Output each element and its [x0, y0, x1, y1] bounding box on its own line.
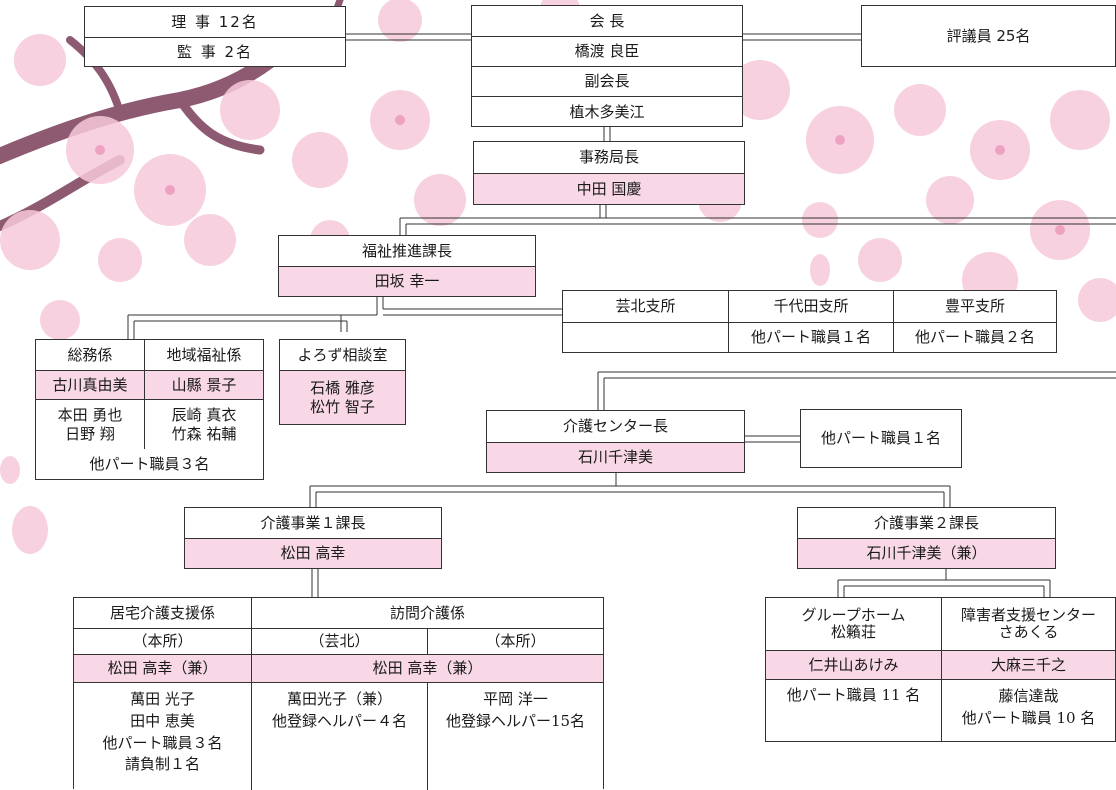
- general-affairs-title: 総務係: [67, 345, 113, 364]
- branch-toyohira-name: 豊平支所: [893, 291, 1056, 322]
- welfare-title: 福祉推進課長: [361, 241, 452, 260]
- home-care-title: 訪問介護係: [251, 598, 603, 628]
- chair-title: 会 長: [589, 11, 625, 30]
- disability-center-members: 藤信達哉 他パート職員 10 名: [941, 679, 1115, 741]
- council-label: 評議員 25名: [946, 26, 1031, 45]
- care-center-staff-box: 他パート職員１名: [800, 409, 962, 468]
- sections-box: 総務係 地域福祉係 古川真由美 山縣 景子 本田 勇也 日野 翔 辰崎 真衣 竹…: [35, 339, 264, 480]
- welfare-box: 福祉推進課長 田坂 幸一: [278, 235, 536, 297]
- home-support-location: （本所）: [74, 628, 251, 654]
- vice-chair-name: 植木多美江: [472, 96, 742, 127]
- community-welfare-member: 辰崎 真衣: [171, 405, 237, 424]
- care-div1-title: 介護事業１課長: [260, 513, 366, 532]
- branch-chiyoda-name: 千代田支所: [728, 291, 893, 322]
- disability-center-member: 藤信達哉: [998, 687, 1059, 705]
- branch-geihoku-staff: [563, 322, 728, 352]
- care-div2-box: 介護事業２課長 石川千津美（兼）: [797, 507, 1056, 569]
- home-care-main-members: 平岡 洋一 他登録ヘルパー15名: [427, 682, 603, 790]
- welfare-name: 田坂 幸一: [279, 266, 535, 296]
- care-div2-title: 介護事業２課長: [873, 513, 979, 532]
- secretariat-title: 事務局長: [578, 148, 639, 167]
- disability-center-title-line: 障害者支援センター: [960, 605, 1096, 624]
- home-care-member: 平岡 洋一: [483, 690, 548, 708]
- vice-chair-title: 副会長: [472, 66, 742, 96]
- chair-name: 橋渡 良臣: [472, 36, 742, 66]
- group-home-title-line: グループホーム: [801, 605, 906, 624]
- secretariat-name: 中田 国慶: [474, 173, 744, 204]
- disability-center-lead: 大麻三千之: [941, 650, 1115, 679]
- home-care-member: 萬田光子（兼）: [286, 690, 392, 708]
- community-welfare-title: 地域福祉係: [144, 340, 263, 370]
- home-support-member: 田中 恵美: [130, 711, 195, 730]
- consultation-member: 石橋 雅彦: [310, 378, 375, 397]
- home-support-member: 萬田 光子: [130, 690, 195, 708]
- home-support-members: 萬田 光子 田中 恵美 他パート職員３名 請負制１名: [74, 682, 251, 790]
- consultation-member: 松竹 智子: [310, 397, 375, 416]
- board-box: 理 事 12名 監 事 2名: [84, 6, 346, 67]
- branch-geihoku-name: 芸北支所: [615, 297, 676, 316]
- consultation-title: よろず相談室: [297, 345, 388, 364]
- branch-toyohira-staff: 他パート職員２名: [893, 322, 1056, 352]
- branches-box: 芸北支所 千代田支所 他パート職員１名 豊平支所 他パート職員２名: [562, 290, 1057, 353]
- home-services-box: 居宅介護支援係 訪問介護係 （本所） （芸北） （本所） 松田 高幸（兼） 松田…: [73, 597, 604, 790]
- div2-facilities-box: グループホーム 松籟荘 障害者支援センター さあくる 仁井山あけみ 大麻三千之 …: [765, 597, 1116, 742]
- home-care-geihoku-members: 萬田光子（兼） 他登録ヘルパー４名: [251, 682, 427, 790]
- disability-center-title: 障害者支援センター さあくる: [941, 598, 1115, 650]
- home-support-lead: 松田 高幸（兼）: [74, 654, 251, 682]
- community-welfare-member: 竹森 祐輔: [171, 424, 237, 443]
- care-div1-box: 介護事業１課長 松田 高幸: [184, 507, 442, 569]
- group-home-staff: 他パート職員 11 名: [766, 679, 941, 741]
- disability-center-title-line: さあくる: [998, 623, 1059, 641]
- auditors-label: 監 事 2名: [85, 37, 345, 67]
- group-home-title: グループホーム 松籟荘: [766, 598, 941, 650]
- chair-box: 会 長 橋渡 良臣 副会長 植木多美江: [471, 5, 743, 127]
- community-welfare-lead: 山縣 景子: [144, 370, 263, 399]
- care-center-box: 介護センター長 石川千津美: [486, 410, 745, 473]
- secretariat-box: 事務局長 中田 国慶: [473, 141, 745, 205]
- sections-note: 他パート職員３名: [89, 454, 210, 473]
- home-support-member: 請負制１名: [124, 755, 200, 774]
- group-home-title-line: 松籟荘: [830, 623, 876, 641]
- consultation-box: よろず相談室 石橋 雅彦 松竹 智子: [279, 339, 406, 425]
- disability-center-staff: 他パート職員 10 名: [961, 708, 1096, 727]
- home-care-main-location: （本所）: [427, 628, 603, 654]
- branch-chiyoda-staff: 他パート職員１名: [728, 322, 893, 352]
- home-care-member: 他登録ヘルパー15名: [445, 711, 586, 730]
- care-center-name: 石川千津美: [487, 442, 744, 472]
- general-affairs-member: 本田 勇也: [57, 405, 123, 424]
- directors-label: 理 事 12名: [171, 12, 259, 31]
- consultation-members: 石橋 雅彦 松竹 智子: [280, 370, 405, 424]
- general-affairs-member: 日野 翔: [65, 424, 115, 443]
- care-div2-name: 石川千津美（兼）: [798, 538, 1055, 568]
- community-welfare-members: 辰崎 真衣 竹森 祐輔: [144, 399, 263, 449]
- general-affairs-lead: 古川真由美: [36, 370, 144, 399]
- home-care-geihoku-location: （芸北）: [251, 628, 427, 654]
- blossom-center-group: [95, 115, 1065, 235]
- home-support-member: 他パート職員３名: [102, 733, 223, 752]
- home-care-member: 他登録ヘルパー４名: [271, 711, 407, 730]
- council-box: 評議員 25名: [861, 5, 1116, 67]
- care-center-staff: 他パート職員１名: [820, 429, 941, 448]
- group-home-lead: 仁井山あけみ: [766, 650, 941, 679]
- care-div1-name: 松田 高幸: [185, 538, 441, 568]
- general-affairs-members: 本田 勇也 日野 翔: [36, 399, 144, 449]
- care-center-title: 介護センター長: [562, 417, 668, 436]
- home-support-title: 居宅介護支援係: [109, 603, 215, 622]
- home-care-lead: 松田 高幸（兼）: [251, 654, 603, 682]
